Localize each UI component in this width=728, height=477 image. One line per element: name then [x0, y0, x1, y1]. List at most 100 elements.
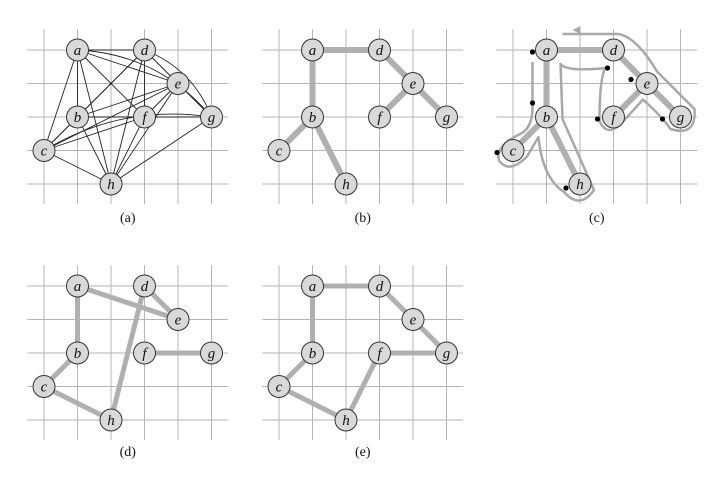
node-b: b — [301, 341, 324, 365]
node-circle — [301, 105, 324, 129]
node-circle — [334, 408, 358, 432]
node-label: d — [141, 43, 149, 59]
node-d: d — [602, 38, 625, 62]
node-circle — [267, 139, 291, 162]
node-label: f — [611, 110, 617, 126]
node-e: e — [401, 308, 425, 331]
full-walk-path — [497, 32, 696, 202]
node-circle — [368, 274, 391, 298]
edge-c-h — [43, 150, 112, 185]
node-circle — [32, 139, 56, 162]
node-label: d — [141, 279, 149, 295]
node-g: g — [435, 105, 458, 129]
node-label: c — [41, 144, 48, 160]
node-label: b — [309, 346, 317, 362]
walk-visit-dot — [659, 116, 666, 122]
node-label: a — [543, 43, 551, 59]
edge-g-h — [110, 116, 212, 185]
node-label: c — [276, 380, 283, 396]
node-label: h — [107, 413, 115, 429]
node-label: g — [443, 346, 451, 362]
node-label: e — [175, 77, 182, 93]
node-h: h — [334, 408, 358, 432]
node-circle — [133, 38, 156, 62]
node-circle — [435, 105, 458, 129]
node-label: g — [677, 110, 685, 126]
node-label: b — [543, 110, 551, 126]
node-label: b — [309, 110, 317, 126]
node-e: e — [635, 72, 659, 95]
node-b: b — [301, 105, 324, 129]
edge-g-c — [43, 113, 212, 151]
node-e: e — [166, 72, 190, 95]
nodes: a d e b f g c h — [501, 38, 692, 196]
node-label: a — [309, 279, 317, 295]
node-f: f — [602, 105, 625, 129]
node-label: a — [74, 43, 82, 59]
node-circle — [99, 172, 123, 196]
edge-f-h — [343, 350, 382, 423]
node-circle — [602, 38, 625, 62]
node-label: e — [644, 77, 651, 93]
node-label: a — [74, 279, 82, 295]
node-f: f — [133, 105, 156, 129]
edge-f-h — [110, 116, 145, 185]
node-circle — [133, 105, 156, 129]
edge-b-h — [543, 114, 583, 187]
node-circle — [267, 375, 291, 398]
node-circle — [200, 105, 223, 129]
node-d: d — [133, 38, 156, 62]
node-f: f — [133, 341, 156, 365]
edge-e-b — [77, 83, 179, 118]
node-f: f — [368, 341, 391, 365]
walk-visit-dot — [563, 185, 569, 191]
node-d: d — [133, 274, 156, 298]
node-a: a — [301, 38, 324, 62]
panel-caption: (a) — [120, 211, 136, 226]
node-circle — [635, 72, 659, 95]
edge-e-h — [110, 83, 179, 185]
node-a: a — [66, 38, 89, 62]
node-b: b — [66, 105, 89, 129]
node-circle — [535, 38, 558, 62]
node-h: h — [99, 172, 123, 196]
panel-caption: (b) — [355, 211, 372, 226]
edge-b-h — [309, 114, 349, 187]
node-a: a — [66, 274, 89, 298]
node-circle — [334, 172, 358, 196]
edge-e-a — [75, 283, 181, 322]
node-circle — [401, 308, 425, 331]
node-label: g — [443, 110, 451, 126]
edge-h-c — [276, 384, 349, 423]
node-a: a — [535, 38, 558, 62]
node-circle — [301, 341, 324, 365]
walk-visit-dot — [494, 149, 500, 156]
edge-f-c — [43, 116, 145, 151]
node-label: d — [376, 279, 384, 295]
node-label: e — [410, 77, 417, 93]
grid — [262, 29, 464, 205]
nodes: a d e b f g c h — [267, 274, 458, 432]
node-e: e — [166, 308, 190, 331]
walk-visit-dot — [529, 49, 536, 55]
node-c: c — [267, 375, 291, 398]
node-circle — [669, 105, 692, 129]
walk-visit-dot — [529, 100, 536, 106]
node-label: h — [576, 177, 584, 193]
node-c: c — [501, 139, 525, 162]
edge-a-c — [43, 49, 78, 151]
node-label: h — [342, 413, 350, 429]
node-label: d — [376, 43, 384, 59]
node-b: b — [66, 341, 89, 365]
node-circle — [301, 38, 324, 62]
node-label: b — [74, 346, 82, 362]
node-label: c — [510, 144, 517, 160]
node-h: h — [334, 172, 358, 196]
node-c: c — [32, 375, 56, 398]
node-f: f — [368, 105, 391, 129]
panel-caption: (c) — [589, 211, 605, 226]
